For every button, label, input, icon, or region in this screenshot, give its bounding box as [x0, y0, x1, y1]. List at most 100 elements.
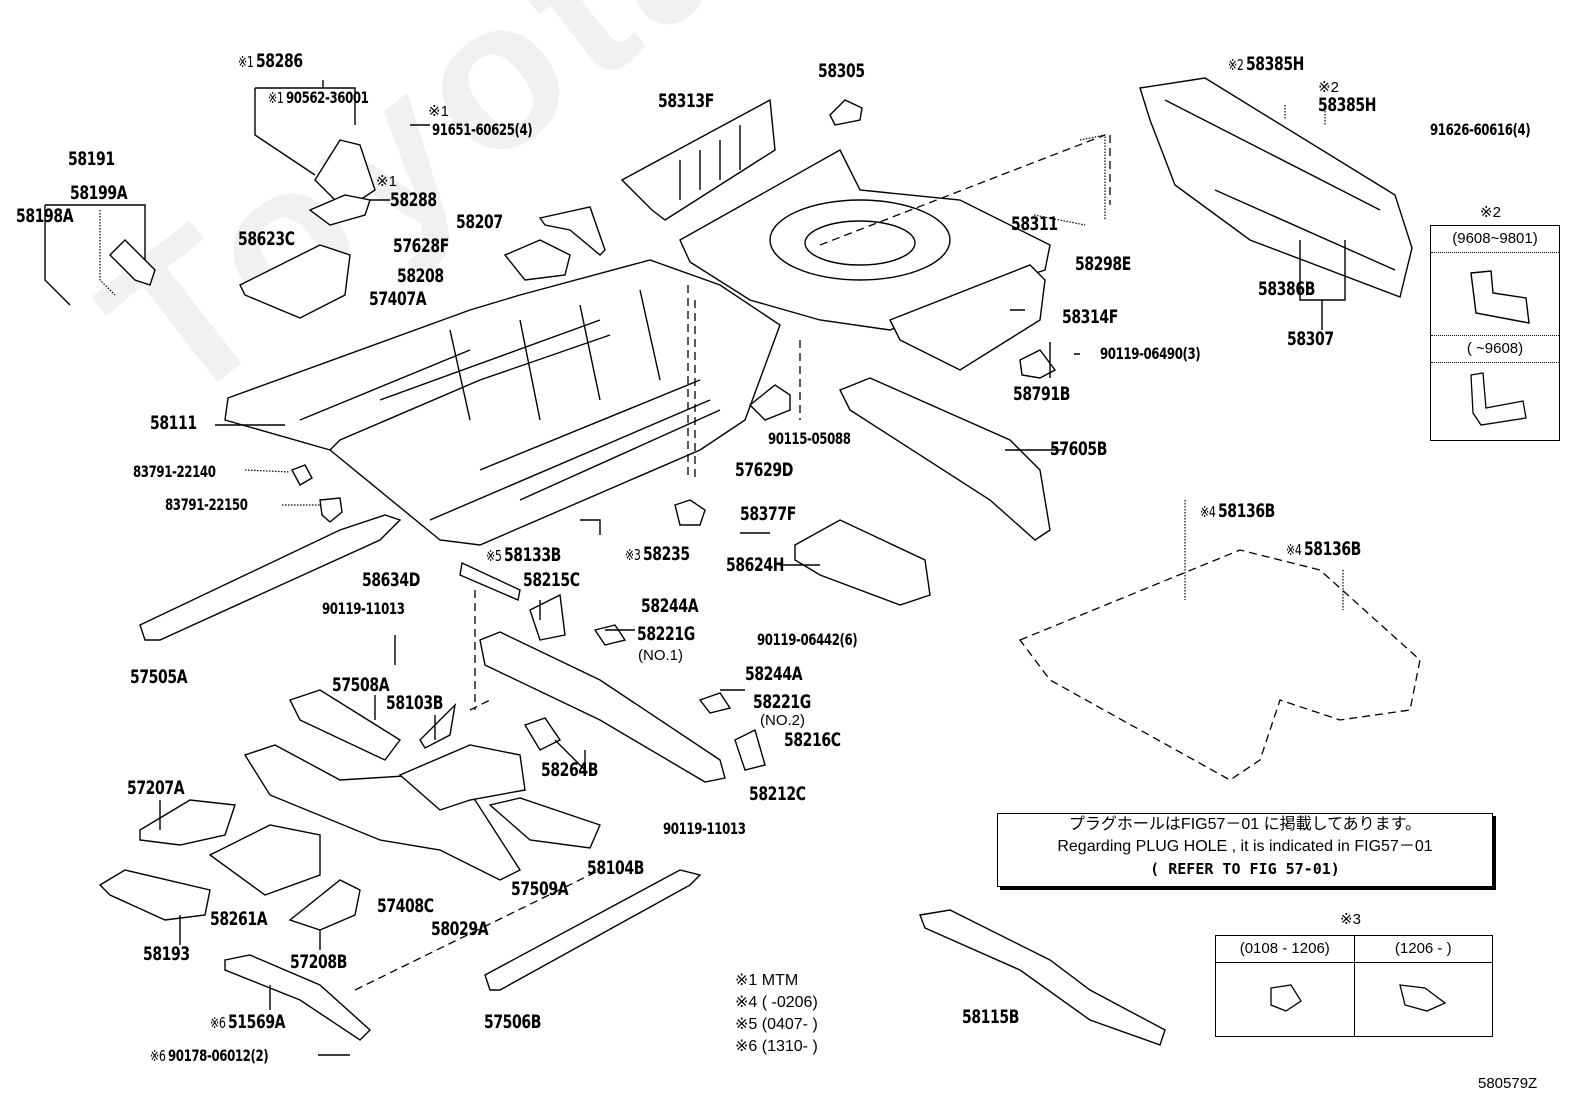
label-90115-05088[interactable]: 90115-05088 — [768, 429, 851, 448]
part-58623C — [239, 244, 351, 319]
label-58624H[interactable]: 58624H — [726, 554, 785, 576]
part-58261A — [208, 824, 321, 896]
part-58307-rear-panel — [1139, 77, 1413, 298]
label-58386B[interactable]: 58386B — [1258, 278, 1315, 300]
part-58115B — [919, 909, 1166, 1046]
mark-91651: ※1 — [428, 103, 449, 120]
label-58221G-2-note: (NO.2) — [760, 712, 805, 729]
note-line-en: Regarding PLUG HOLE , it is indicated in… — [1057, 838, 1433, 855]
label-57629D[interactable]: 57629D — [735, 459, 793, 481]
label-58104B[interactable]: 58104B — [587, 857, 644, 879]
inset-3-col-2-label: (1206 - ) — [1354, 936, 1492, 963]
label-58261A[interactable]: 58261A — [210, 908, 268, 930]
label-83791-22140[interactable]: 83791-22140 — [133, 462, 216, 481]
label-58111[interactable]: 58111 — [150, 412, 197, 434]
legend-item-4: ※4 ( -0206) — [735, 994, 818, 1011]
label-57508A[interactable]: 57508A — [332, 674, 390, 696]
part-58212C — [479, 631, 726, 783]
label-58311[interactable]: 58311 — [1011, 213, 1058, 235]
inset-2: (9608~9801) ( ~9608) — [1430, 225, 1560, 441]
label-58221G-1[interactable]: 58221G — [637, 623, 695, 645]
label-58221G-2[interactable]: 58221G — [753, 691, 811, 713]
part-57628F — [503, 239, 571, 281]
label-58634D[interactable]: 58634D — [362, 569, 420, 591]
label-57509A[interactable]: 57509A — [511, 878, 569, 900]
label-58029A[interactable]: 58029A — [431, 918, 489, 940]
legend-item-5: ※5 (0407- ) — [735, 1016, 818, 1033]
label-58244A-2[interactable]: 58244A — [745, 663, 803, 685]
label-58191[interactable]: 58191 — [68, 148, 115, 170]
part-58193 — [98, 869, 211, 921]
label-90119-11013-2[interactable]: 90119-11013 — [663, 819, 746, 838]
label-58208[interactable]: 58208 — [397, 265, 444, 287]
label-57407A[interactable]: 57407A — [369, 288, 427, 310]
plug-clip-icon — [1398, 984, 1446, 1012]
label-57628F[interactable]: 57628F — [393, 235, 449, 257]
label-58288[interactable]: 58288 — [390, 189, 437, 211]
part-57605B — [839, 377, 1051, 541]
part-58235 — [674, 499, 706, 526]
label-58623C[interactable]: 58623C — [238, 228, 295, 250]
label-90119-06490[interactable]: 90119-06490(3) — [1100, 344, 1201, 363]
inset-3-col-2: (1206 - ) — [1354, 936, 1492, 1036]
inset-3-title: ※3 — [1340, 911, 1361, 928]
label-58305[interactable]: 58305 — [818, 60, 865, 82]
part-57207A — [139, 799, 236, 846]
label-90119-06442[interactable]: 90119-06442(6) — [757, 630, 858, 649]
part-58314F — [889, 264, 1046, 371]
part-57508A — [289, 689, 402, 761]
floor-outline-dashed — [1018, 549, 1421, 781]
label-58207[interactable]: 58207 — [456, 211, 503, 233]
label-58216C[interactable]: 58216C — [784, 729, 841, 751]
label-58198A[interactable]: 58198A — [16, 205, 74, 227]
inset-2-row-1-label: (9608~9801) — [1431, 226, 1559, 253]
label-58115B[interactable]: 58115B — [962, 1006, 1019, 1028]
label-57506B[interactable]: 57506B — [484, 1011, 541, 1033]
note-line-jp: プラグホールはFIG57－01 に掲載してあります。 — [1068, 816, 1422, 833]
part-83791-22150 — [319, 497, 343, 523]
label-58193[interactable]: 58193 — [143, 943, 190, 965]
label-58298E[interactable]: 58298E — [1075, 253, 1131, 275]
label-91651-60625[interactable]: 91651-60625(4) — [432, 120, 533, 139]
label-58377F[interactable]: 58377F — [740, 503, 796, 525]
label-58791B[interactable]: 58791B — [1013, 383, 1070, 405]
part-57408C — [243, 744, 522, 881]
label-58307[interactable]: 58307 — [1287, 328, 1334, 350]
label-58314F[interactable]: 58314F — [1062, 306, 1118, 328]
label-57207A[interactable]: 57207A — [127, 777, 185, 799]
label-58264B[interactable]: 58264B — [541, 759, 598, 781]
label-91626-60616[interactable]: 91626-60616(4) — [1430, 120, 1531, 139]
label-57505A[interactable]: 57505A — [130, 666, 188, 688]
label-58215C[interactable]: 58215C — [523, 569, 580, 591]
inset-3: (0108 - 1206) (1206 - ) — [1215, 935, 1493, 1037]
label-58103B[interactable]: 58103B — [386, 692, 443, 714]
label-58199A[interactable]: 58199A — [70, 182, 128, 204]
part-58029A — [398, 744, 526, 811]
label-58212C[interactable]: 58212C — [749, 783, 806, 805]
label-83791-22150[interactable]: 83791-22150 — [165, 495, 248, 514]
label-90119-11013-1[interactable]: 90119-11013 — [322, 599, 405, 618]
label-58313F[interactable]: 58313F — [658, 90, 714, 112]
label-57208B[interactable]: 57208B — [290, 951, 347, 973]
part-51569A — [224, 954, 372, 1041]
label-58244A-1[interactable]: 58244A — [641, 595, 699, 617]
part-58103B — [419, 702, 457, 749]
label-57605B[interactable]: 57605B — [1050, 438, 1107, 460]
label-57408C[interactable]: 57408C — [377, 895, 434, 917]
part-58313F — [620, 98, 776, 221]
mark-58385H-2: ※2 — [1318, 79, 1339, 96]
plug-clip-icon — [1270, 984, 1302, 1012]
label-58385H-2[interactable]: 58385H — [1318, 94, 1377, 116]
part-58791B — [1019, 349, 1057, 379]
part-58199A — [109, 239, 156, 286]
part-58634D — [459, 561, 521, 601]
